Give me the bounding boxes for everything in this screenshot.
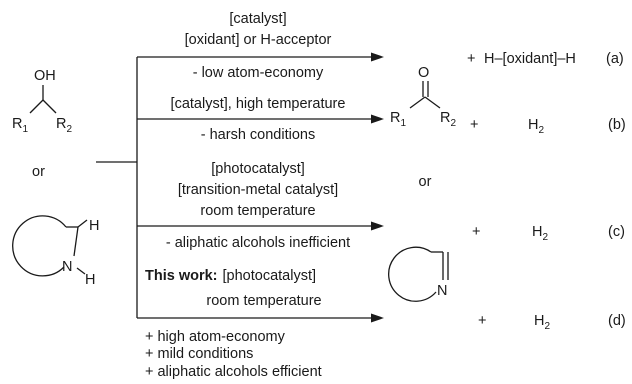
route-b-byproduct: H2	[528, 117, 544, 136]
alcohol-bond-r2	[42, 99, 57, 114]
route-b-plus: +	[470, 117, 478, 133]
cyclic-imine-structure: N	[388, 246, 449, 302]
product-or-label: or	[419, 174, 432, 190]
route-a-tag: (a)	[606, 51, 624, 67]
route-a-above-1: [catalyst]	[229, 11, 286, 27]
alcohol-bond-r1	[29, 99, 44, 114]
route-b-above-1: [catalyst], high temperature	[171, 96, 346, 112]
route-c-above-1: [photocatalyst]	[211, 161, 305, 177]
route-a-plus: +	[467, 51, 475, 67]
cyclic-amine-structure: H N H	[12, 215, 99, 288]
ketone-bond-r2	[424, 96, 441, 109]
route-d-above-1: This work:[photocatalyst]	[145, 268, 316, 284]
route-c-plus: +	[472, 224, 480, 240]
imine-n-label: N	[437, 283, 447, 299]
alcohol-r1-label: R1	[12, 116, 28, 135]
route-c-below-1: - aliphatic alcohols inefficient	[166, 235, 350, 251]
route-a-below-1: - low atom-economy	[193, 65, 324, 81]
ketone-r1-label: R1	[390, 110, 406, 129]
route-d-above-2: room temperature	[206, 293, 321, 309]
alcohol-r2-label: R2	[56, 116, 72, 135]
route-c-tag: (c)	[608, 224, 625, 240]
route-d-byproduct: H2	[534, 313, 550, 332]
route-d-plus: +	[478, 313, 486, 329]
route-c-above-3: room temperature	[200, 203, 315, 219]
ketone-bond-r1	[409, 96, 426, 109]
route-c-above-2: [transition-metal catalyst]	[178, 182, 338, 198]
route-b-below-1: - harsh conditions	[201, 127, 315, 143]
ketone-o-label: O	[418, 65, 429, 81]
imine-ring-arc	[388, 246, 437, 302]
route-d-below-2: + mild conditions	[145, 346, 253, 362]
route-d-below-1: + high atom-economy	[145, 329, 286, 345]
amine-h-n-label: H	[85, 272, 95, 288]
route-a-byproduct: H–[oxidant]–H	[484, 51, 576, 67]
ketone-structure: O R1 R2	[390, 65, 456, 129]
route-b-tag: (b)	[608, 117, 626, 133]
left-or-label: or	[32, 164, 45, 180]
route-a-above-2: [oxidant] or H-acceptor	[185, 32, 332, 48]
arrow-a	[137, 52, 384, 62]
alcohol-oh-label: OH	[34, 68, 56, 84]
route-d-below-3: + aliphatic alcohols efficient	[145, 364, 322, 380]
amine-bond-nh	[76, 267, 86, 275]
arrow-d	[137, 313, 384, 323]
amine-ring-arc	[12, 215, 67, 277]
ketone-r2-label: R2	[440, 110, 456, 129]
amine-bond-ch	[77, 219, 88, 228]
route-c-byproduct: H2	[532, 224, 548, 243]
arrow-c	[137, 221, 384, 231]
route-d-tag: (d)	[608, 313, 626, 329]
amine-n-label: N	[62, 259, 72, 275]
amine-h-top-label: H	[89, 218, 99, 234]
alcohol-structure: OH R1 R2	[12, 68, 72, 135]
route-d-this-work-label: This work:	[145, 268, 218, 284]
amine-bond-cn	[73, 226, 79, 257]
arrow-b	[137, 114, 384, 124]
